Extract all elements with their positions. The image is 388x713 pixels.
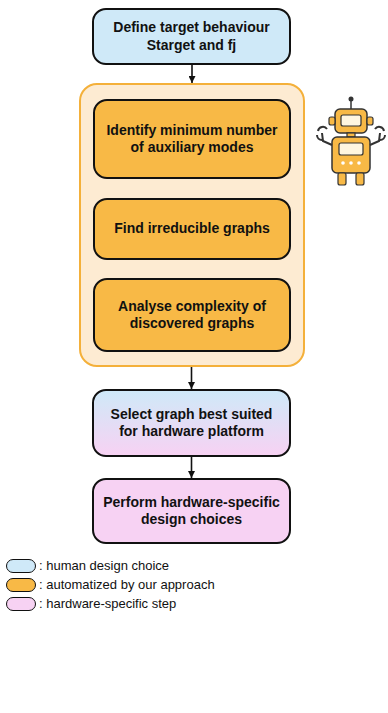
flow-arrow xyxy=(191,457,193,478)
step-label: Identify minimum number of auxiliary mod… xyxy=(103,122,281,157)
step-label: Find irreducible graphs xyxy=(114,220,270,238)
automated-step-box: Identify minimum number of auxiliary mod… xyxy=(93,99,291,179)
automated-step-box: Analyse complexity of discovered graphs xyxy=(93,278,291,352)
legend-entry: : automatized by our approach xyxy=(6,577,215,592)
flow-arrow xyxy=(191,367,193,389)
robot-icon xyxy=(316,95,386,189)
step-label: Analyse complexity of discovered graphs xyxy=(103,298,281,333)
legend-entry: : human design choice xyxy=(6,558,169,573)
legend-label: : automatized by our approach xyxy=(39,577,215,592)
step-label: Define target behaviour Starget and fj xyxy=(102,19,281,54)
automated-step-box: Find irreducible graphs xyxy=(93,198,291,260)
legend-swatch xyxy=(6,559,36,573)
hardware-step-box: Perform hardware-specific design choices xyxy=(92,478,291,544)
legend-swatch xyxy=(6,597,36,611)
flow-arrow xyxy=(191,65,193,83)
legend-label: : human design choice xyxy=(39,558,169,573)
legend-swatch xyxy=(6,578,36,592)
design-step-box: Define target behaviour Starget and fj xyxy=(92,8,291,65)
selection-box: Select graph best suited for hardware pl… xyxy=(92,389,291,457)
legend-entry: : hardware-specific step xyxy=(6,596,176,611)
automated-group: Identify minimum number of auxiliary mod… xyxy=(79,83,305,367)
legend-label: : hardware-specific step xyxy=(39,596,176,611)
step-label: Select graph best suited for hardware pl… xyxy=(102,406,281,441)
step-label: Perform hardware-specific design choices xyxy=(102,494,281,529)
